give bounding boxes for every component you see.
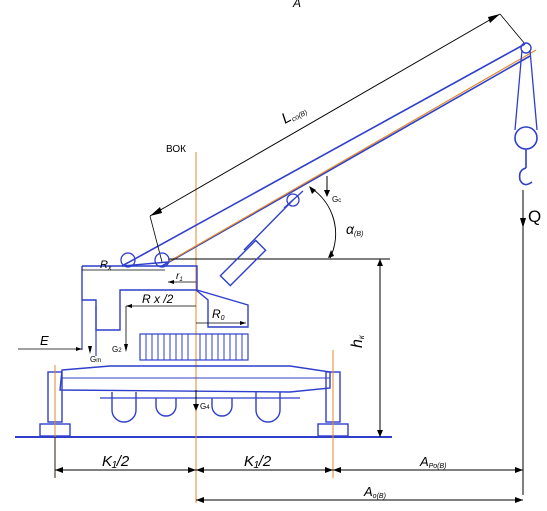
r1-label: r1	[176, 271, 183, 283]
boom-axis	[167, 49, 537, 263]
boom-length-arrow-1	[150, 207, 162, 216]
boom-dim-ext-2	[499, 13, 526, 45]
k-right-arrow-l	[196, 467, 204, 473]
boom-dim-ext-1	[149, 215, 163, 263]
hoist-rope-2	[529, 49, 538, 131]
gear-teeth	[145, 334, 243, 360]
hk-label: hк	[349, 334, 366, 348]
hook-block	[514, 126, 538, 150]
a-ro-arrow-r	[515, 467, 523, 473]
cylinder-pin-top	[286, 193, 300, 207]
gm-arrow	[88, 346, 92, 354]
a-ro-label: AРо(В)	[419, 454, 447, 470]
e1-label: E	[40, 333, 49, 348]
e1-arrow	[76, 347, 82, 351]
r1-arrow	[168, 280, 174, 284]
load-arrow	[520, 218, 526, 228]
a-ro-arrow-l	[333, 467, 341, 473]
r0-arrow	[240, 321, 246, 325]
k-left-label: K₁/2	[102, 453, 130, 470]
foot-pin-left	[120, 252, 136, 268]
load-label: Q	[528, 207, 541, 226]
g2-arrow	[124, 344, 128, 352]
slewing-ring	[139, 333, 249, 361]
boom-tip	[520, 42, 532, 54]
g4-arrow	[193, 404, 199, 411]
gm-label: Gm	[90, 355, 101, 364]
a-o-label: Aо(В)	[363, 484, 386, 500]
wheel-3	[211, 398, 233, 417]
hook	[518, 167, 533, 186]
wheel-1	[111, 392, 137, 423]
boom-length-dim	[149, 13, 501, 217]
k-right-arrow-r	[325, 467, 333, 473]
a-o-arrow-r	[515, 497, 523, 503]
rx-label: Rx	[100, 259, 112, 272]
boom-weight-label: Gc	[332, 195, 341, 204]
top-label: A	[292, 0, 301, 10]
foot-pin-right	[154, 252, 170, 268]
boom-top-chord	[121, 43, 526, 267]
g2-label: G2	[112, 345, 122, 354]
g4-label: G4	[200, 402, 210, 411]
wheel-4	[255, 392, 281, 423]
boom-length-label: Lco(B)	[279, 100, 309, 127]
hoist-rope-1	[514, 49, 523, 131]
k-right-label: K₁/2	[244, 453, 272, 470]
boom-weight-head	[324, 190, 330, 197]
angle-arrow-bottom	[328, 250, 334, 258]
angle-label: α(B)	[346, 221, 363, 238]
cylinder-body	[219, 239, 267, 287]
cylinder-brace	[283, 190, 304, 209]
boom-length-arrow-2	[488, 14, 500, 23]
superstructure	[81, 265, 249, 331]
k-left-arrow-l	[55, 467, 63, 473]
hk-arrow-top	[377, 259, 383, 266]
rx-half-label: R x /2	[142, 292, 174, 306]
cylinder-rod	[243, 199, 294, 251]
chassis	[59, 365, 331, 393]
wheel-2	[155, 398, 177, 417]
hk-arrow-bot	[377, 430, 383, 437]
axis-label: ВОК	[166, 144, 186, 155]
angle-arrow-top	[309, 186, 316, 194]
a-o-arrow-l	[196, 497, 204, 503]
angle-arc	[310, 187, 337, 259]
k-left-arrow-r	[188, 467, 196, 473]
boom-bottom-chord	[161, 55, 531, 267]
r0-label: R0	[212, 307, 225, 322]
rx-half-arrow	[126, 304, 132, 308]
